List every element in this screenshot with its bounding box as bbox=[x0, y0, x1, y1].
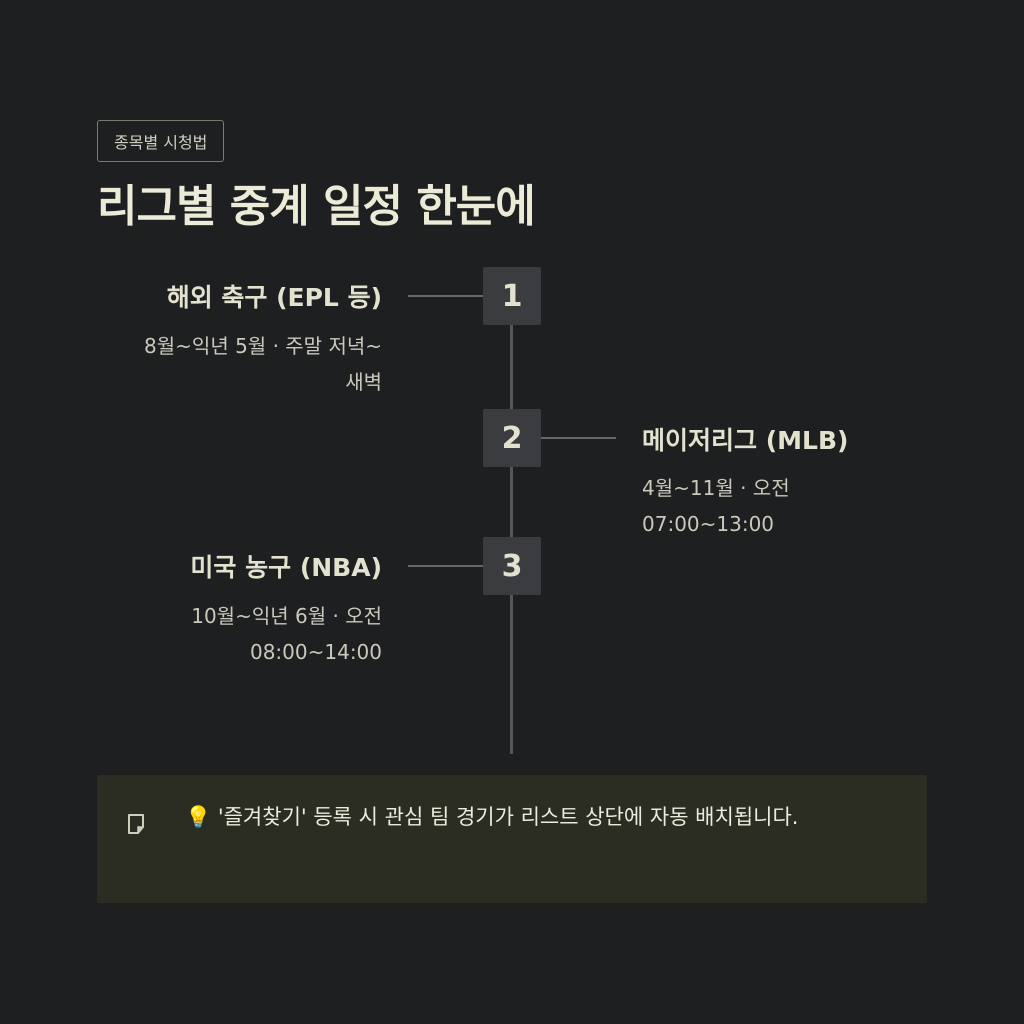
tip-callout: 💡 '즐겨찾기' 등록 시 관심 팀 경기가 리스트 상단에 자동 배치됩니다. bbox=[97, 775, 927, 903]
step-title-1: 해외 축구 (EPL 등) bbox=[166, 283, 382, 312]
step-desc-2: 4월~11월 · 오전 07:00~13:00 bbox=[642, 470, 790, 542]
step-desc-1: 8월~익년 5월 · 주말 저녁~ 새벽 bbox=[144, 328, 382, 400]
tip-text: 💡 '즐겨찾기' 등록 시 관심 팀 경기가 리스트 상단에 자동 배치됩니다. bbox=[185, 799, 885, 835]
connector-2 bbox=[540, 437, 616, 439]
step-node-3: 3 bbox=[483, 537, 541, 595]
step-desc-3-line1: 10월~익년 6월 · 오전 bbox=[191, 604, 382, 628]
step-title-2: 메이저리그 (MLB) bbox=[642, 426, 849, 455]
step-desc-1-line2: 새벽 bbox=[345, 370, 382, 394]
page-title: 리그별 중계 일정 한눈에 bbox=[97, 181, 536, 232]
step-desc-2-line2: 07:00~13:00 bbox=[642, 512, 775, 536]
step-desc-3: 10월~익년 6월 · 오전 08:00~14:00 bbox=[191, 598, 382, 670]
timeline-spine bbox=[510, 296, 513, 754]
step-desc-1-line1: 8월~익년 5월 · 주말 저녁~ bbox=[144, 334, 382, 358]
step-title-3: 미국 농구 (NBA) bbox=[190, 553, 382, 582]
step-desc-3-line2: 08:00~14:00 bbox=[249, 640, 382, 664]
connector-3 bbox=[408, 565, 484, 567]
step-node-1: 1 bbox=[483, 267, 541, 325]
step-desc-2-line1: 4월~11월 · 오전 bbox=[642, 476, 790, 500]
note-icon bbox=[128, 814, 144, 834]
lightbulb-icon: 💡 bbox=[185, 805, 212, 829]
category-badge: 종목별 시청법 bbox=[97, 120, 225, 162]
connector-1 bbox=[408, 295, 484, 297]
step-node-2: 2 bbox=[483, 409, 541, 467]
tip-message: '즐겨찾기' 등록 시 관심 팀 경기가 리스트 상단에 자동 배치됩니다. bbox=[217, 805, 799, 829]
